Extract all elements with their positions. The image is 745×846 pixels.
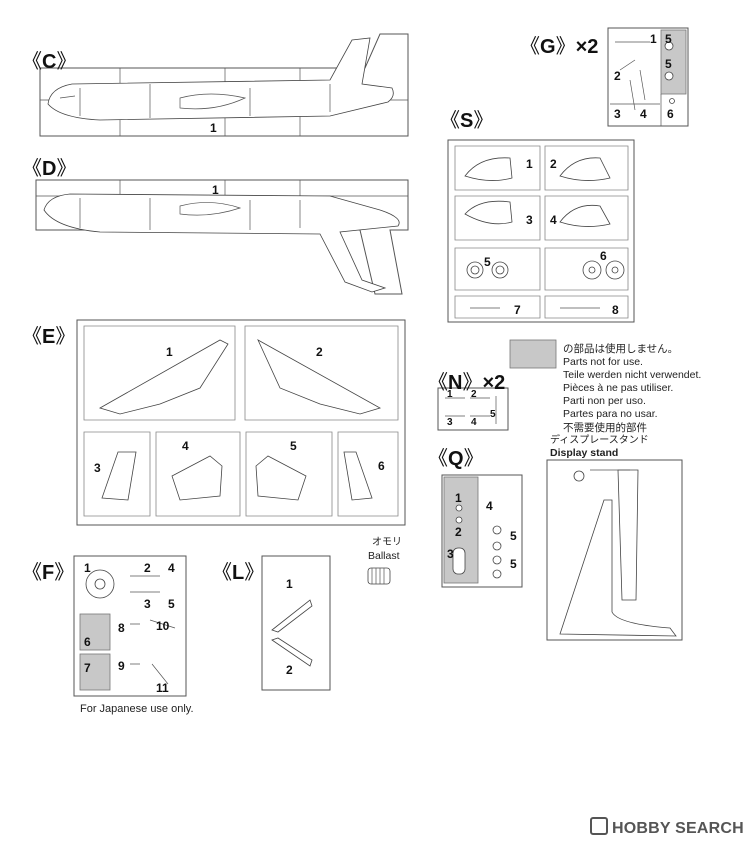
part-q-3: 3 xyxy=(447,547,454,561)
part-c-1: 1 xyxy=(210,121,217,135)
part-g-3: 3 xyxy=(614,107,621,121)
part-f-7: 7 xyxy=(84,661,91,675)
fuselage-d-part xyxy=(43,193,400,293)
part-s-7: 7 xyxy=(514,303,521,317)
unused-parts-legend: の部品は使用しません。 Parts not for use. Teile wer… xyxy=(563,343,701,435)
sprue-n-frame xyxy=(437,387,509,431)
panel-f-letter: F xyxy=(42,562,55,584)
part-f-8: 8 xyxy=(118,621,125,635)
part-g-2: 2 xyxy=(614,69,621,83)
part-g-5a: 5 xyxy=(665,32,672,46)
legend-line-es: Partes para no usar. xyxy=(563,408,658,421)
display-stand-frame xyxy=(546,459,683,641)
part-f-5: 5 xyxy=(168,597,175,611)
legend-line-de: Teile werden nicht verwendet. xyxy=(563,369,702,382)
panel-label-n: 《N》×2 xyxy=(428,372,506,394)
sprue-l-frame xyxy=(261,555,331,691)
part-e-2: 2 xyxy=(316,345,323,359)
panel-e-letter: E xyxy=(42,326,56,348)
panel-label-g: 《G》×2 xyxy=(520,36,599,58)
sprue-s-frame xyxy=(447,139,635,323)
ballast-label-en: Ballast xyxy=(368,550,400,562)
part-f-11: 11 xyxy=(156,681,169,695)
part-e-5: 5 xyxy=(290,439,297,453)
part-e-3: 3 xyxy=(94,461,101,475)
part-l-2: 2 xyxy=(286,663,293,677)
sprue-e-frame xyxy=(76,319,406,526)
legend-line-en: Parts not for use. xyxy=(563,356,643,369)
part-g-1: 1 xyxy=(650,32,657,46)
part-l-1: 1 xyxy=(286,577,293,591)
part-q-2: 2 xyxy=(455,525,462,539)
watermark-icon xyxy=(590,817,608,835)
part-q-5b: 5 xyxy=(510,557,517,571)
part-f-2: 2 xyxy=(144,561,151,575)
legend-line-zh: 不需要使用的部件 xyxy=(563,421,647,434)
part-f-6: 6 xyxy=(84,635,91,649)
part-q-4: 4 xyxy=(486,499,493,513)
part-s-2: 2 xyxy=(550,157,557,171)
part-e-4: 4 xyxy=(182,439,189,453)
legend-line-jp: の部品は使用しません。 xyxy=(563,343,679,355)
part-f-10: 10 xyxy=(156,619,170,633)
part-s-4: 4 xyxy=(550,213,557,227)
panel-label-e: 《E》 xyxy=(22,326,76,348)
panel-d-letter: D xyxy=(42,158,57,180)
panel-l-letter: L xyxy=(232,562,245,584)
part-f-9: 9 xyxy=(118,659,125,673)
part-n-4: 4 xyxy=(471,417,477,428)
panel-s-letter: S xyxy=(460,110,474,132)
part-n-1: 1 xyxy=(447,389,453,400)
part-s-8: 8 xyxy=(612,303,619,317)
display-stand-label-en: Display stand xyxy=(550,447,619,459)
sprue-q-frame xyxy=(441,474,523,588)
watermark-text: HOBBY SEARCH xyxy=(612,820,744,837)
ballast-label-jp: オモリ xyxy=(372,537,402,548)
part-n-3: 3 xyxy=(447,417,453,428)
panel-q-letter: Q xyxy=(448,448,464,470)
panel-label-q: 《Q》 xyxy=(428,448,484,470)
part-s-1: 1 xyxy=(526,157,533,171)
part-e-6: 6 xyxy=(378,459,385,473)
japanese-use-footnote: For Japanese use only. xyxy=(80,703,194,715)
part-f-1: 1 xyxy=(84,561,91,575)
part-s-5: 5 xyxy=(484,255,491,269)
part-f-4: 4 xyxy=(168,561,175,575)
part-s-6: 6 xyxy=(600,249,607,263)
part-n-2: 2 xyxy=(471,389,477,400)
watermark: HOBBY SEARCH xyxy=(590,817,744,838)
ballast-part xyxy=(367,567,391,585)
part-n-5: 5 xyxy=(490,409,496,420)
part-q-1: 1 xyxy=(455,491,462,505)
wings-e-parts xyxy=(98,339,382,501)
unused-swatch xyxy=(509,339,557,369)
sprue-f-frame xyxy=(73,555,187,697)
display-stand-label-jp: ディスプレースタンド xyxy=(550,435,649,446)
panel-label-s: 《S》 xyxy=(440,110,494,132)
panel-label-l: 《L》 xyxy=(212,562,265,584)
part-q-5a: 5 xyxy=(510,529,517,543)
legend-line-it: Parti non per uso. xyxy=(563,395,646,408)
panel-label-f: 《F》 xyxy=(22,562,75,584)
panel-g-multiplier: ×2 xyxy=(575,36,599,58)
panel-label-d: 《D》 xyxy=(22,158,77,180)
part-s-3: 3 xyxy=(526,213,533,227)
part-g-4: 4 xyxy=(640,107,647,121)
panel-n-letter: N xyxy=(448,372,463,394)
legend-line-fr: Pièces à ne pas utiliser. xyxy=(563,382,674,395)
part-f-3: 3 xyxy=(144,597,151,611)
part-g-5b: 5 xyxy=(665,57,672,71)
panel-n-multiplier: ×2 xyxy=(482,372,506,394)
panel-c-letter: C xyxy=(42,51,57,73)
part-d-1: 1 xyxy=(212,183,219,197)
panel-g-letter: G xyxy=(540,36,556,58)
sprue-g-frame xyxy=(607,27,689,127)
panel-label-c: 《C》 xyxy=(22,51,77,73)
part-g-6: 6 xyxy=(667,107,674,121)
part-e-1: 1 xyxy=(166,345,173,359)
fuselage-c-part xyxy=(47,37,394,121)
